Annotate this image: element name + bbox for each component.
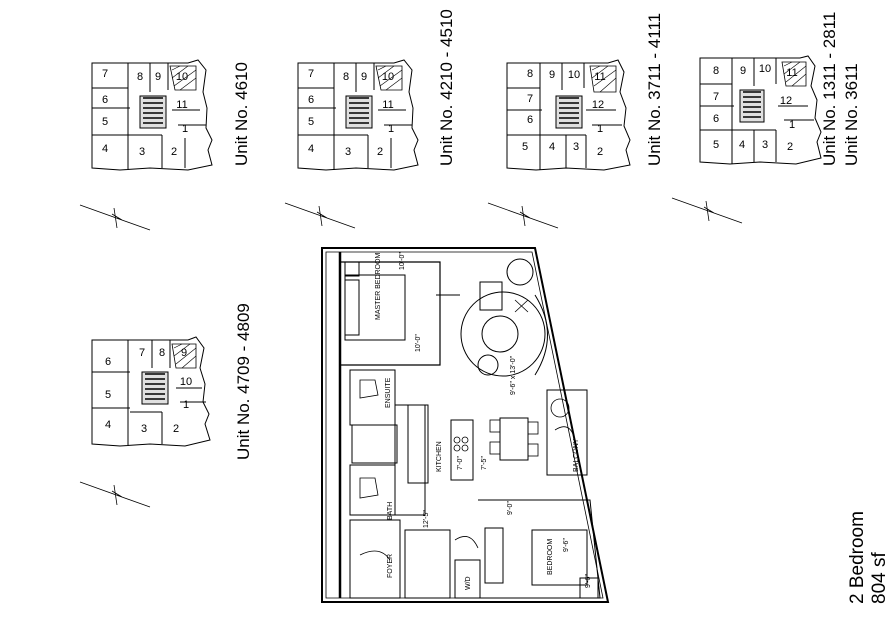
svg-text:8: 8 <box>159 347 165 359</box>
room-balcony: BALCONY <box>573 438 580 472</box>
svg-text:12: 12 <box>780 95 792 107</box>
keyplan-label-4210-4510: Unit No. 4210 - 4510 <box>437 9 456 166</box>
dim-2: 10'-0" <box>415 334 422 352</box>
suite-4: 4 <box>102 143 108 155</box>
dim-4: 7'-0" <box>457 456 464 470</box>
svg-text:6: 6 <box>527 114 533 126</box>
keyplan-1311-2811 <box>699 55 822 165</box>
svg-text:4: 4 <box>308 143 314 155</box>
svg-text:2: 2 <box>377 146 383 158</box>
svg-text:5: 5 <box>105 389 111 401</box>
svg-text:7: 7 <box>139 347 145 359</box>
svg-text:1: 1 <box>597 123 603 135</box>
dim-8: 9'-6" <box>585 574 592 588</box>
svg-text:1: 1 <box>388 123 394 135</box>
suite-2: 2 <box>171 146 177 158</box>
dim-3: 9'-6" x 13'-0" <box>510 355 517 395</box>
svg-text:4: 4 <box>549 141 555 153</box>
svg-text:5: 5 <box>522 141 528 153</box>
svg-text:6: 6 <box>105 356 111 368</box>
dim-6: 9'-0" <box>507 501 514 515</box>
svg-text:8: 8 <box>527 68 533 80</box>
keyplan-label-4610: Unit No. 4610 <box>232 62 251 166</box>
suite-7: 7 <box>102 68 108 80</box>
suite-9: 9 <box>155 71 161 83</box>
svg-text:3: 3 <box>141 423 147 435</box>
svg-text:9: 9 <box>181 347 187 359</box>
suite-3: 3 <box>139 146 145 158</box>
keyplan-4610 <box>91 59 213 171</box>
room-master-bedroom: MASTER BEDROOM <box>375 253 382 320</box>
suite-8: 8 <box>137 71 143 83</box>
suite-11: 11 <box>176 99 187 111</box>
room-ensuite: ENSUITE <box>385 377 392 408</box>
svg-text:2: 2 <box>787 141 793 153</box>
suite-1: 1 <box>182 123 188 135</box>
svg-text:4: 4 <box>105 419 111 431</box>
keyplan-label-3711-4111: Unit No. 3711 - 4111 <box>645 12 664 166</box>
suite-6: 6 <box>102 94 108 106</box>
svg-text:10: 10 <box>180 376 192 388</box>
dim-1: 10'-0" <box>399 252 406 270</box>
unit-area: 804 sf <box>869 552 890 604</box>
svg-text:6: 6 <box>713 113 719 125</box>
svg-text:3: 3 <box>762 139 768 151</box>
svg-text:9: 9 <box>549 69 555 81</box>
svg-text:9: 9 <box>740 65 746 77</box>
svg-text:1: 1 <box>183 399 189 411</box>
room-bedroom: BEDROOM <box>547 539 554 575</box>
svg-text:7: 7 <box>527 93 533 105</box>
svg-text:4: 4 <box>739 139 745 151</box>
keyplan-label-3611: Unit No. 3611 <box>842 63 861 166</box>
svg-text:7: 7 <box>308 68 314 80</box>
keyplan-suite-numbers: 7 8 9 10 6 11 5 1 4 3 2 7 8 9 10 6 11 5 … <box>102 63 798 435</box>
main-floor-plan <box>321 247 610 603</box>
room-labels: MASTER BEDROOM ENSUITE KITCHEN BATH FOYE… <box>375 253 580 590</box>
svg-text:11: 11 <box>786 67 797 79</box>
svg-text:10: 10 <box>382 71 394 83</box>
svg-text:8: 8 <box>713 65 719 77</box>
keyplan-4210-4510 <box>297 59 419 171</box>
svg-text:10: 10 <box>759 63 771 75</box>
keyplan-label-1311-2811: Unit No. 1311 - 2811 <box>820 11 839 166</box>
svg-text:12: 12 <box>592 99 604 111</box>
svg-text:8: 8 <box>343 71 349 83</box>
svg-text:1: 1 <box>789 119 795 131</box>
svg-text:11: 11 <box>594 71 605 83</box>
keyplan-label-4709-4809: Unit No. 4709 - 4809 <box>234 303 253 460</box>
dimension-labels: 10'-0" 10'-0" 9'-6" x 13'-0" 7'-0" 7'-5"… <box>399 252 592 588</box>
unit-type: 2 Bedroom <box>847 511 868 604</box>
svg-text:5: 5 <box>308 116 314 128</box>
suite-5: 5 <box>102 116 108 128</box>
svg-text:3: 3 <box>345 146 351 158</box>
svg-text:7: 7 <box>713 91 719 103</box>
keyplan-4709-4809 <box>91 336 211 447</box>
svg-text:3: 3 <box>573 141 579 153</box>
room-wd: W/D <box>465 576 472 590</box>
svg-text:5: 5 <box>713 139 719 151</box>
svg-text:6: 6 <box>308 94 314 106</box>
dim-7: 9'-6" <box>563 538 570 552</box>
svg-text:2: 2 <box>173 423 179 435</box>
svg-text:9: 9 <box>361 71 367 83</box>
suite-10: 10 <box>176 71 188 83</box>
room-kitchen: KITCHEN <box>436 441 443 472</box>
room-foyer: FOYER <box>387 554 394 578</box>
dim-9: 12'-5" <box>423 510 430 528</box>
north-arrow-icon <box>79 197 743 508</box>
room-bath: BATH <box>387 502 394 520</box>
keyplan-3711-4111 <box>506 59 631 171</box>
svg-text:2: 2 <box>597 146 603 158</box>
svg-text:10: 10 <box>568 69 580 81</box>
svg-text:11: 11 <box>382 99 393 111</box>
dim-5: 7'-5" <box>481 456 488 470</box>
